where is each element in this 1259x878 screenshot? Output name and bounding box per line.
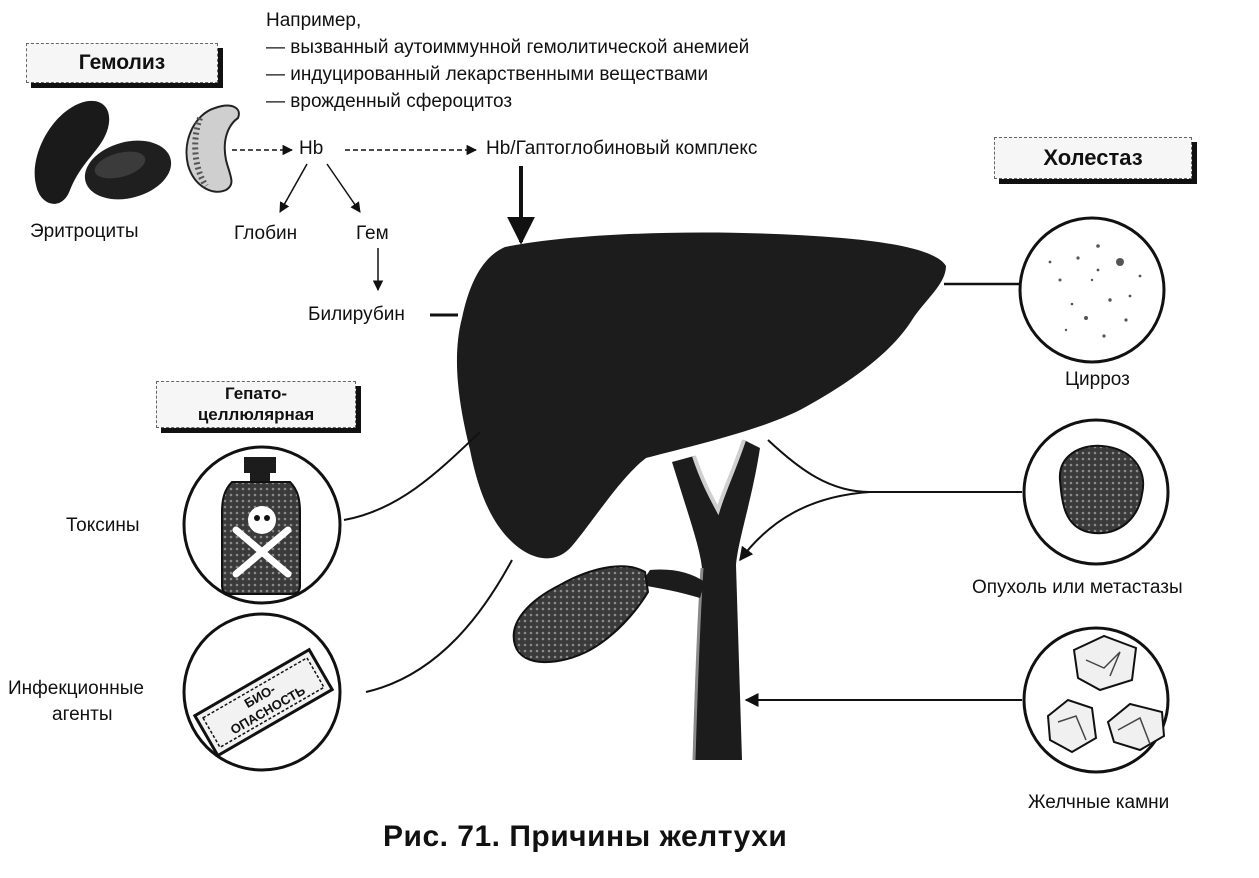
figure-caption: Рис. 71. Причины желтухи <box>383 820 788 853</box>
cholestasis-label: Холестаз <box>1043 145 1143 170</box>
infectious-label-line-1: Инфекционные <box>8 678 144 699</box>
note-heading: Например, <box>266 10 362 31</box>
gallbladder <box>512 565 650 664</box>
erythrocyte-cell-1 <box>34 100 110 204</box>
bilirubin-label: Билирубин <box>308 304 405 325</box>
liver <box>456 232 946 559</box>
hepatocellular-box: Гепато- целлюлярная <box>156 381 356 428</box>
note-item-3: — врожденный сфероцитоз <box>266 91 513 112</box>
gallstones-label: Желчные камни <box>1028 792 1170 813</box>
cirrhosis-label: Цирроз <box>1065 369 1130 390</box>
note-item-2: — индуцированный лекарственными вещества… <box>266 64 709 85</box>
cirrhosis-circle <box>1018 216 1166 364</box>
poison-bottle-icon <box>221 457 301 595</box>
hb-haptoglobin-complex-label: Hb/Гаптоглобиновый комплекс <box>486 138 758 159</box>
tumor-circle <box>1022 418 1170 566</box>
bile-ducts <box>640 439 760 761</box>
hemolysis-box: Гемолиз <box>26 43 218 83</box>
erythrocytes-label: Эритроциты <box>30 221 139 242</box>
cholestasis-connectors <box>739 282 1022 707</box>
erythrocytes-illustration <box>34 100 240 204</box>
note-item-1: — вызванный аутоиммунной гемолитической … <box>266 37 750 58</box>
hepatocellular-connectors <box>343 431 513 693</box>
hemolysis-label: Гемолиз <box>78 51 166 74</box>
toxins-label: Токсины <box>66 515 140 536</box>
cholestasis-box: Холестаз <box>994 137 1192 179</box>
hepatocellular-label-line-2: целлюлярная <box>197 405 315 424</box>
hemolysis-arrows <box>232 144 535 317</box>
tumor-label: Опухоль или метастазы <box>972 577 1183 598</box>
infectious-label-line-2: агенты <box>52 704 113 725</box>
gallstones-circle <box>1022 626 1170 774</box>
hepatocellular-label-line-1: Гепато- <box>224 384 288 403</box>
lysed-erythrocyte <box>185 104 240 193</box>
heme-label: Гем <box>356 223 389 244</box>
globin-label: Глобин <box>234 223 298 244</box>
toxins-circle <box>182 445 342 605</box>
hb-label: Hb <box>299 138 324 159</box>
infectious-circle: БИО- ОПАСНОСТЬ <box>182 612 342 772</box>
